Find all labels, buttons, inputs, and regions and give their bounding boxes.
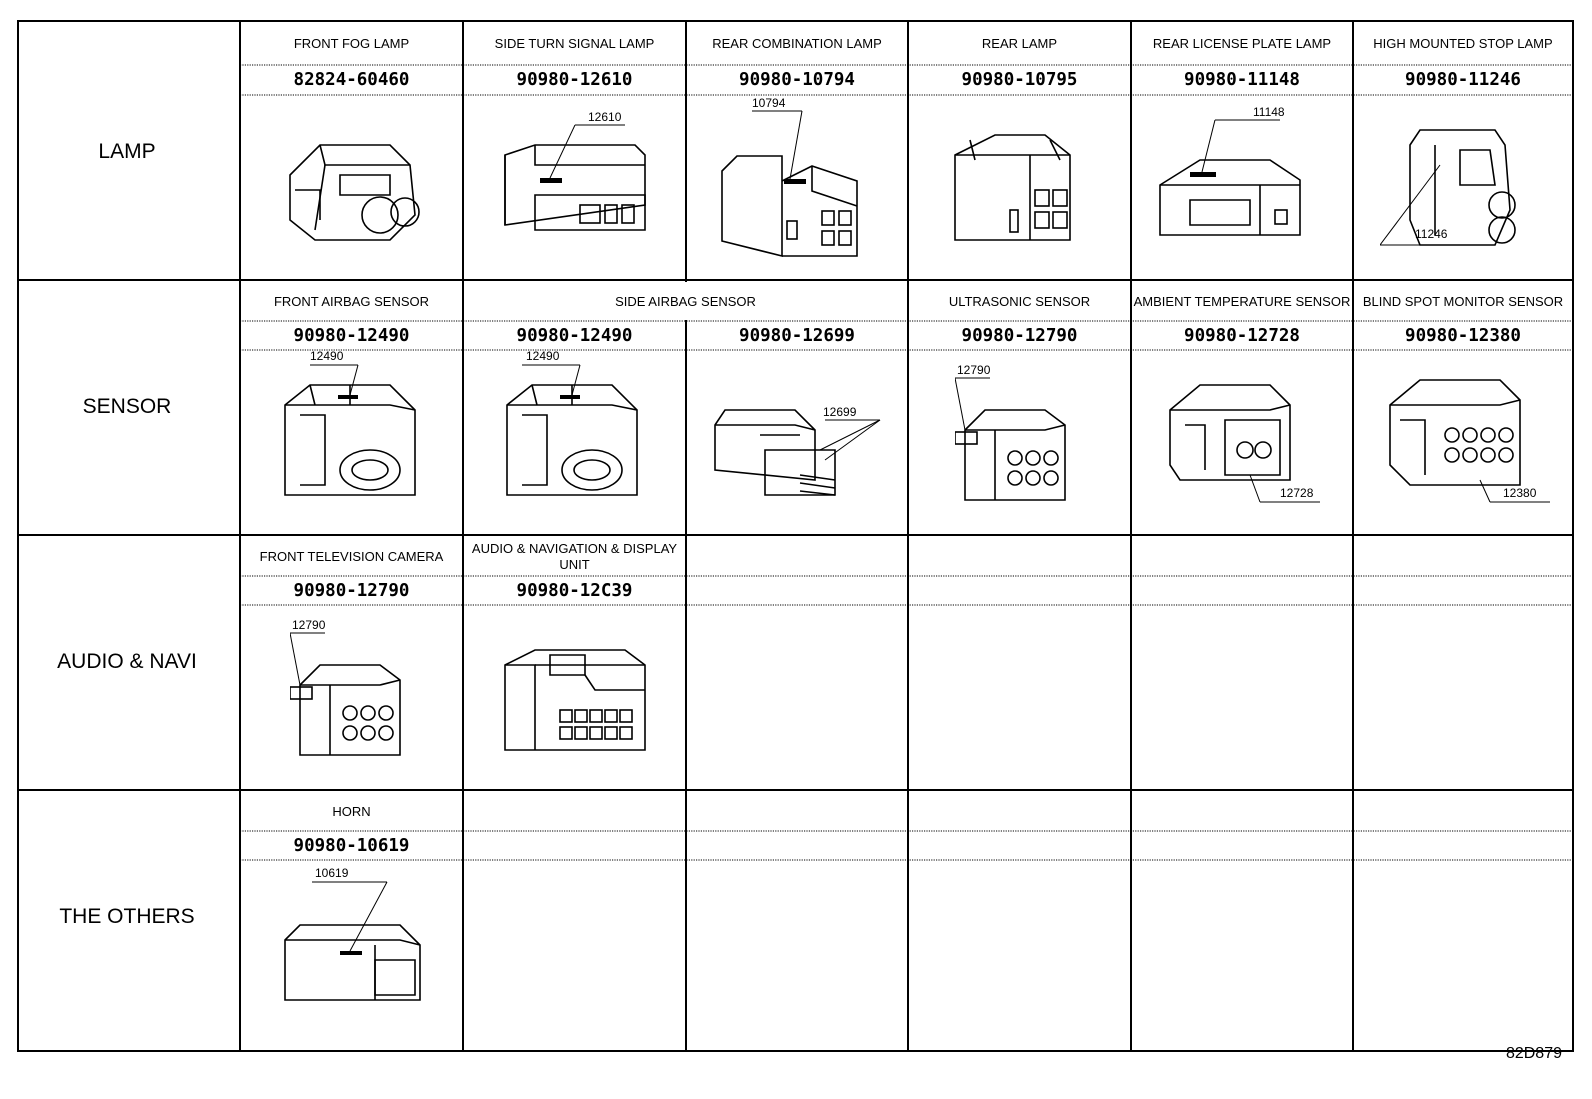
rear-license-plate-lamp-title: REAR LICENSE PLATE LAMP bbox=[1152, 36, 1332, 51]
rear-license-plate-lamp-part-number: 90980-11148 bbox=[1184, 70, 1300, 90]
horn-part-number: 90980-10619 bbox=[293, 835, 410, 856]
category-the-others: THE OTHERS bbox=[59, 905, 195, 928]
ambient-temperature-sensor-part-number: 90980-12728 bbox=[1184, 325, 1300, 346]
rear-lamp-title: REAR LAMP bbox=[981, 36, 1058, 51]
category-sensor: SENSOR bbox=[82, 395, 172, 418]
horn-title: HORN bbox=[332, 803, 371, 819]
ultrasonic-sensor-title: ULTRASONIC SENSOR bbox=[948, 293, 1091, 309]
ultrasonic-sensor-callout: 12790 bbox=[957, 363, 991, 377]
side-airbag-sensor-connector-image-1: 12490 bbox=[492, 349, 662, 525]
blind-spot-monitor-sensor-title: BLIND SPOT MONITOR SENSOR bbox=[1362, 293, 1564, 309]
horn-callout: 10619 bbox=[315, 866, 349, 880]
rear-combination-lamp-part-number: 90980-10794 bbox=[739, 70, 855, 90]
high-mounted-stop-lamp-title: HIGH MOUNTED STOP LAMP bbox=[1373, 36, 1553, 51]
front-airbag-sensor-part-number: 90980-12490 bbox=[293, 325, 410, 346]
horn-connector-image: 10619 bbox=[275, 866, 445, 1030]
ultrasonic-sensor-connector-image: 12790 bbox=[955, 363, 1085, 520]
audio-navigation-display-unit-connector-image bbox=[495, 635, 660, 760]
side-turn-signal-lamp-title: SIDE TURN SIGNAL LAMP bbox=[494, 36, 655, 51]
rear-license-plate-lamp-callout: 11148 bbox=[1253, 105, 1285, 119]
front-airbag-sensor-callout: 12490 bbox=[310, 349, 344, 363]
front-fog-lamp-connector-image bbox=[270, 120, 440, 260]
diagram-code: 82D879 bbox=[1505, 1045, 1562, 1062]
front-airbag-sensor-connector-image: 12490 bbox=[270, 349, 440, 525]
audio-navigation-display-unit-title: AUDIO & NAVIGATION & DISPLAY UNIT bbox=[471, 540, 678, 572]
ambient-temperature-sensor-title: AMBIENT TEMPERATURE SENSOR bbox=[1133, 293, 1351, 309]
side-airbag-sensor-part-number-1: 90980-12490 bbox=[516, 325, 633, 346]
side-airbag-sensor-callout-1: 12490 bbox=[526, 349, 560, 363]
rear-combination-lamp-title: REAR COMBINATION LAMP bbox=[712, 36, 882, 51]
ultrasonic-sensor-part-number: 90980-12790 bbox=[961, 325, 1078, 346]
ambient-temperature-sensor-connector-image: 12728 bbox=[1160, 380, 1330, 520]
rear-license-plate-lamp-connector-image: 11148 bbox=[1150, 100, 1320, 265]
blind-spot-monitor-sensor-callout: 12380 bbox=[1503, 486, 1537, 500]
front-television-camera-part-number: 90980-12790 bbox=[293, 580, 410, 601]
side-turn-signal-lamp-callout: 12610 bbox=[588, 110, 622, 124]
rear-combination-lamp-callout: 10794 bbox=[752, 96, 786, 110]
side-airbag-sensor-title: SIDE AIRBAG SENSOR bbox=[615, 293, 756, 309]
front-fog-lamp-part-number: 82824-60460 bbox=[293, 70, 410, 90]
front-television-camera-title: FRONT TELEVISION CAMERA bbox=[259, 548, 444, 564]
rear-lamp-part-number: 90980-10795 bbox=[961, 70, 1078, 90]
side-airbag-sensor-callout-2: 12699 bbox=[823, 405, 857, 419]
rear-lamp-connector-image bbox=[950, 130, 1090, 265]
rear-combination-lamp-connector-image: 10794 bbox=[712, 96, 892, 266]
front-fog-lamp-title: FRONT FOG LAMP bbox=[293, 36, 410, 51]
side-turn-signal-lamp-connector-image: 12610 bbox=[495, 110, 665, 260]
side-airbag-sensor-connector-image-2: 12699 bbox=[705, 395, 895, 520]
front-airbag-sensor-title: FRONT AIRBAG SENSOR bbox=[273, 293, 430, 309]
category-lamp: LAMP bbox=[98, 140, 156, 163]
audio-navigation-display-unit-part-number: 90980-12C39 bbox=[516, 580, 633, 601]
blind-spot-monitor-sensor-connector-image: 12380 bbox=[1380, 370, 1555, 520]
high-mounted-stop-lamp-callout: 11246 bbox=[1415, 227, 1448, 241]
blind-spot-monitor-sensor-part-number: 90980-12380 bbox=[1405, 325, 1521, 346]
front-television-camera-connector-image: 12790 bbox=[290, 618, 420, 775]
side-airbag-sensor-part-number-2: 90980-12699 bbox=[739, 325, 855, 346]
high-mounted-stop-lamp-part-number: 90980-11246 bbox=[1405, 70, 1521, 90]
side-turn-signal-lamp-part-number: 90980-12610 bbox=[516, 70, 633, 90]
front-television-camera-callout: 12790 bbox=[292, 618, 326, 632]
high-mounted-stop-lamp-connector-image: 11246 bbox=[1380, 125, 1530, 265]
ambient-temperature-sensor-callout: 12728 bbox=[1280, 486, 1314, 500]
category-audio-navi: AUDIO & NAVI bbox=[57, 650, 197, 673]
